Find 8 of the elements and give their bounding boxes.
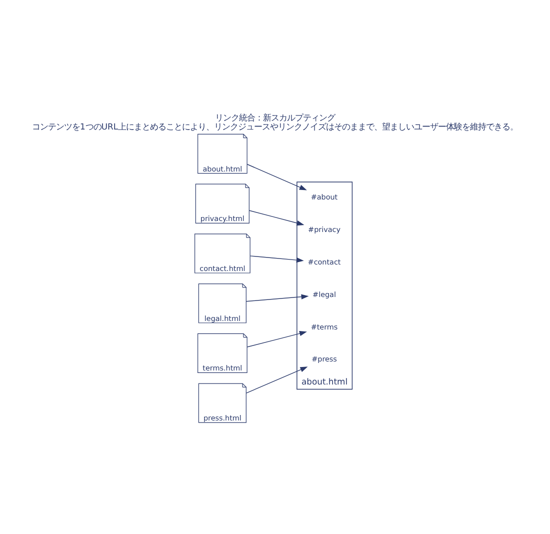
caption: コンテンツを1つのURL上にまとめることにより、リンクジュースやリンクノイズはそのままで、望ましいユーザー体験を維持できる。 [32,122,518,132]
arrow [246,164,307,190]
arrow [250,256,304,263]
diagram-title: リンク統合：新スカルプティング [215,112,335,123]
arrow [246,294,309,302]
arrow [246,331,307,348]
arrow [248,210,304,226]
arrow [246,366,308,394]
